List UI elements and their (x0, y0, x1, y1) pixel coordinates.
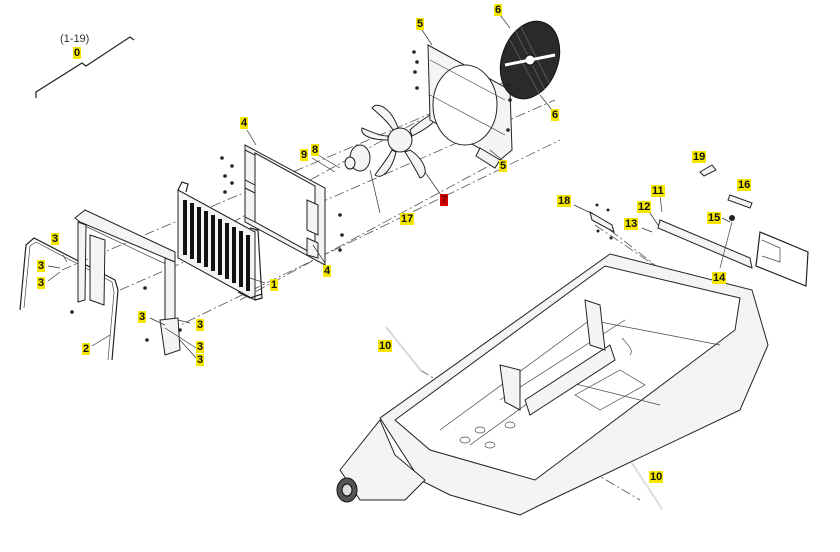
chassis-frame[interactable] (336, 253, 769, 516)
callout-3-fastener[interactable]: 3 (37, 260, 46, 272)
callout-8-washer[interactable]: 8 (311, 144, 320, 156)
callout-11-clip[interactable]: 11 (651, 185, 665, 197)
fan-guard[interactable] (490, 13, 570, 107)
callout-14-latch-plate[interactable]: 14 (712, 272, 727, 284)
gas-spring-lower[interactable] (631, 462, 663, 510)
callout-3-fastener[interactable]: 3 (138, 311, 147, 323)
hose-guard-bar[interactable] (19, 237, 119, 361)
callout-3-fastener[interactable]: 3 (37, 277, 46, 289)
callout-3-fastener[interactable]: 3 (51, 233, 60, 245)
callout-0-assembly[interactable]: 0 (73, 47, 82, 59)
fan-shroud[interactable] (427, 44, 513, 169)
gas-spring-upper[interactable] (385, 326, 423, 373)
leader-lines (47, 14, 731, 359)
callout-5-fan-shroud[interactable]: 5 (416, 18, 425, 30)
callout-17-fan-spacer[interactable]: 17 (400, 213, 415, 225)
radiator-frame[interactable] (244, 144, 326, 266)
callout-6-fan-guard[interactable]: 6 (551, 109, 560, 121)
callout-15-latch[interactable]: 15 (707, 212, 722, 224)
callout-3-fastener[interactable]: 3 (196, 341, 205, 353)
callout-4-radiator-frame[interactable]: 4 (323, 265, 332, 277)
callout-16-handle[interactable]: 16 (737, 179, 752, 191)
assembly-range-label: (1-19) (60, 33, 90, 45)
latch-15[interactable] (719, 215, 735, 269)
callout-3-fastener[interactable]: 3 (196, 319, 205, 331)
callout-18-bracket[interactable]: 18 (557, 195, 572, 207)
callout-12-screw[interactable]: 12 (637, 201, 652, 213)
callout-10-gas-spring[interactable]: 10 (378, 340, 393, 352)
fan-spacer[interactable] (344, 144, 371, 172)
cover-panel[interactable] (657, 219, 753, 269)
callout-9-bolt[interactable]: 9 (300, 149, 309, 161)
callout-10-gas-spring[interactable]: 10 (649, 471, 664, 483)
bracket-18[interactable] (589, 203, 615, 240)
access-plate[interactable] (755, 231, 809, 287)
frame-bolts (70, 156, 344, 342)
callout-19-fitting[interactable]: 19 (692, 151, 707, 163)
callout-1-radiator[interactable]: 1 (270, 279, 279, 291)
callout-7-fan-blade-selected[interactable]: 7 (440, 194, 449, 206)
callout-2-guard-bar[interactable]: 2 (82, 343, 91, 355)
callout-3-fastener[interactable]: 3 (196, 354, 205, 366)
callout-5-fan-shroud[interactable]: 5 (499, 160, 508, 172)
fan-blade[interactable] (361, 104, 437, 179)
shroud-screws (412, 50, 512, 132)
radiator-core[interactable] (177, 181, 263, 301)
radiator-fins (183, 200, 250, 291)
callout-6-fan-guard[interactable]: 6 (494, 4, 503, 16)
callout-4-radiator-frame[interactable]: 4 (240, 117, 249, 129)
handle-16[interactable] (727, 194, 753, 209)
radiator-support-frame[interactable] (74, 209, 181, 356)
fitting-19[interactable] (699, 164, 717, 177)
assembly-bracket (35, 36, 135, 98)
callout-13-nut[interactable]: 13 (624, 218, 639, 230)
